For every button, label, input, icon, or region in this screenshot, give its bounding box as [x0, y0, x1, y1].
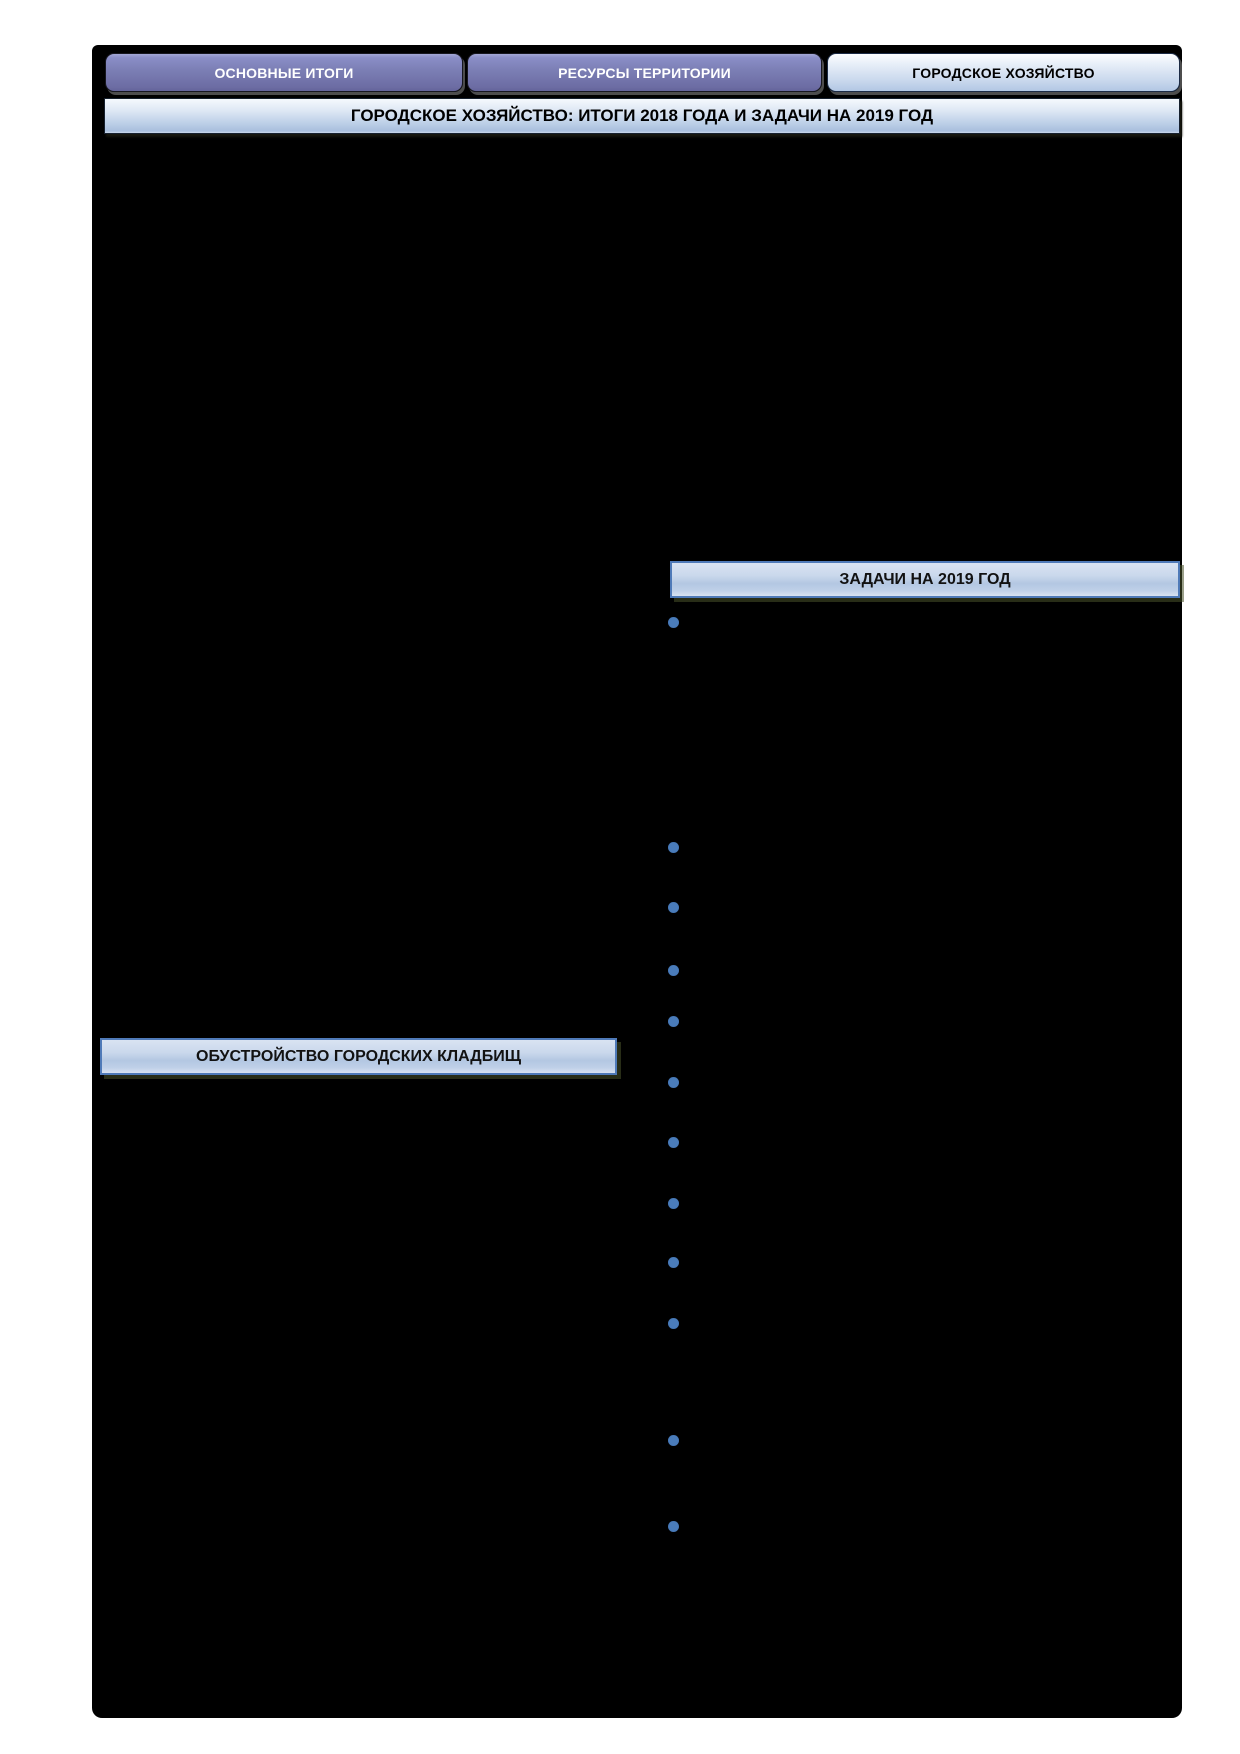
section-header-cemeteries: ОБУСТРОЙСТВО ГОРОДСКИХ КЛАДБИЩ — [100, 1038, 617, 1075]
circle-bullet-icon — [668, 1016, 679, 1027]
circle-bullet-icon — [668, 617, 679, 628]
circle-bullet-icon — [668, 1318, 679, 1329]
tab-main-results[interactable]: ОСНОВНЫЕ ИТОГИ — [105, 53, 463, 92]
circle-bullet-icon — [668, 965, 679, 976]
page-title-text: ГОРОДСКОЕ ХОЗЯЙСТВО: ИТОГИ 2018 ГОДА И З… — [350, 106, 934, 125]
section-header-tasks-2019: ЗАДАЧИ НА 2019 ГОД — [670, 561, 1180, 598]
tab-main-results-label: ОСНОВНЫЕ ИТОГИ — [214, 64, 354, 81]
page-title: ГОРОДСКОЕ ХОЗЯЙСТВО: ИТОГИ 2018 ГОДА И З… — [104, 98, 1180, 134]
tab-city-services[interactable]: ГОРОДСКОЕ ХОЗЯЙСТВО — [827, 53, 1180, 92]
circle-bullet-icon — [668, 1521, 679, 1532]
circle-bullet-icon — [668, 1435, 679, 1446]
circle-bullet-icon — [668, 1198, 679, 1209]
circle-bullet-icon — [668, 1257, 679, 1268]
tab-territory-resources-label: РЕСУРСЫ ТЕРРИТОРИИ — [558, 64, 731, 81]
circle-bullet-icon — [668, 1137, 679, 1148]
section-header-cemeteries-label: ОБУСТРОЙСТВО ГОРОДСКИХ КЛАДБИЩ — [196, 1047, 521, 1065]
tab-territory-resources[interactable]: РЕСУРСЫ ТЕРРИТОРИИ — [467, 53, 822, 92]
tab-city-services-label: ГОРОДСКОЕ ХОЗЯЙСТВО — [912, 64, 1095, 81]
circle-bullet-icon — [668, 1077, 679, 1088]
section-header-tasks-2019-label: ЗАДАЧИ НА 2019 ГОД — [839, 570, 1011, 588]
circle-bullet-icon — [668, 842, 679, 853]
circle-bullet-icon — [668, 902, 679, 913]
slide-canvas: ОСНОВНЫЕ ИТОГИ РЕСУРСЫ ТЕРРИТОРИИ ГОРОДС… — [92, 45, 1182, 1718]
